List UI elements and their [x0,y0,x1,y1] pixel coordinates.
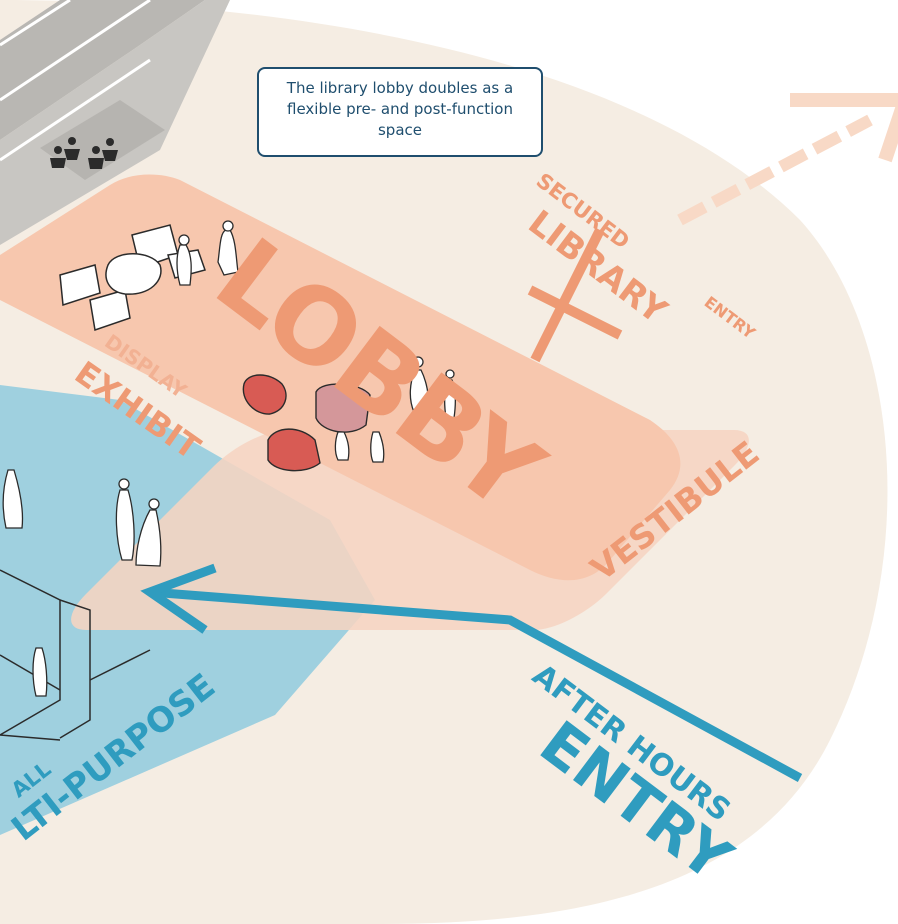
lobby-people [176,220,239,286]
exhibit-furniture [242,374,371,472]
restroom-block [0,0,230,245]
lobby-zone [0,174,681,581]
library-gate [527,227,623,363]
multipurpose-room [0,569,151,741]
after-hours-arrow [140,563,803,782]
restroom-icon [50,137,118,169]
library-direction-arrow [677,93,898,226]
exhibit-people [334,356,456,463]
multipurpose-people [2,469,162,697]
lobby-callout: The library lobby doubles as a flexible … [257,67,543,157]
lounge-furniture [59,224,206,331]
